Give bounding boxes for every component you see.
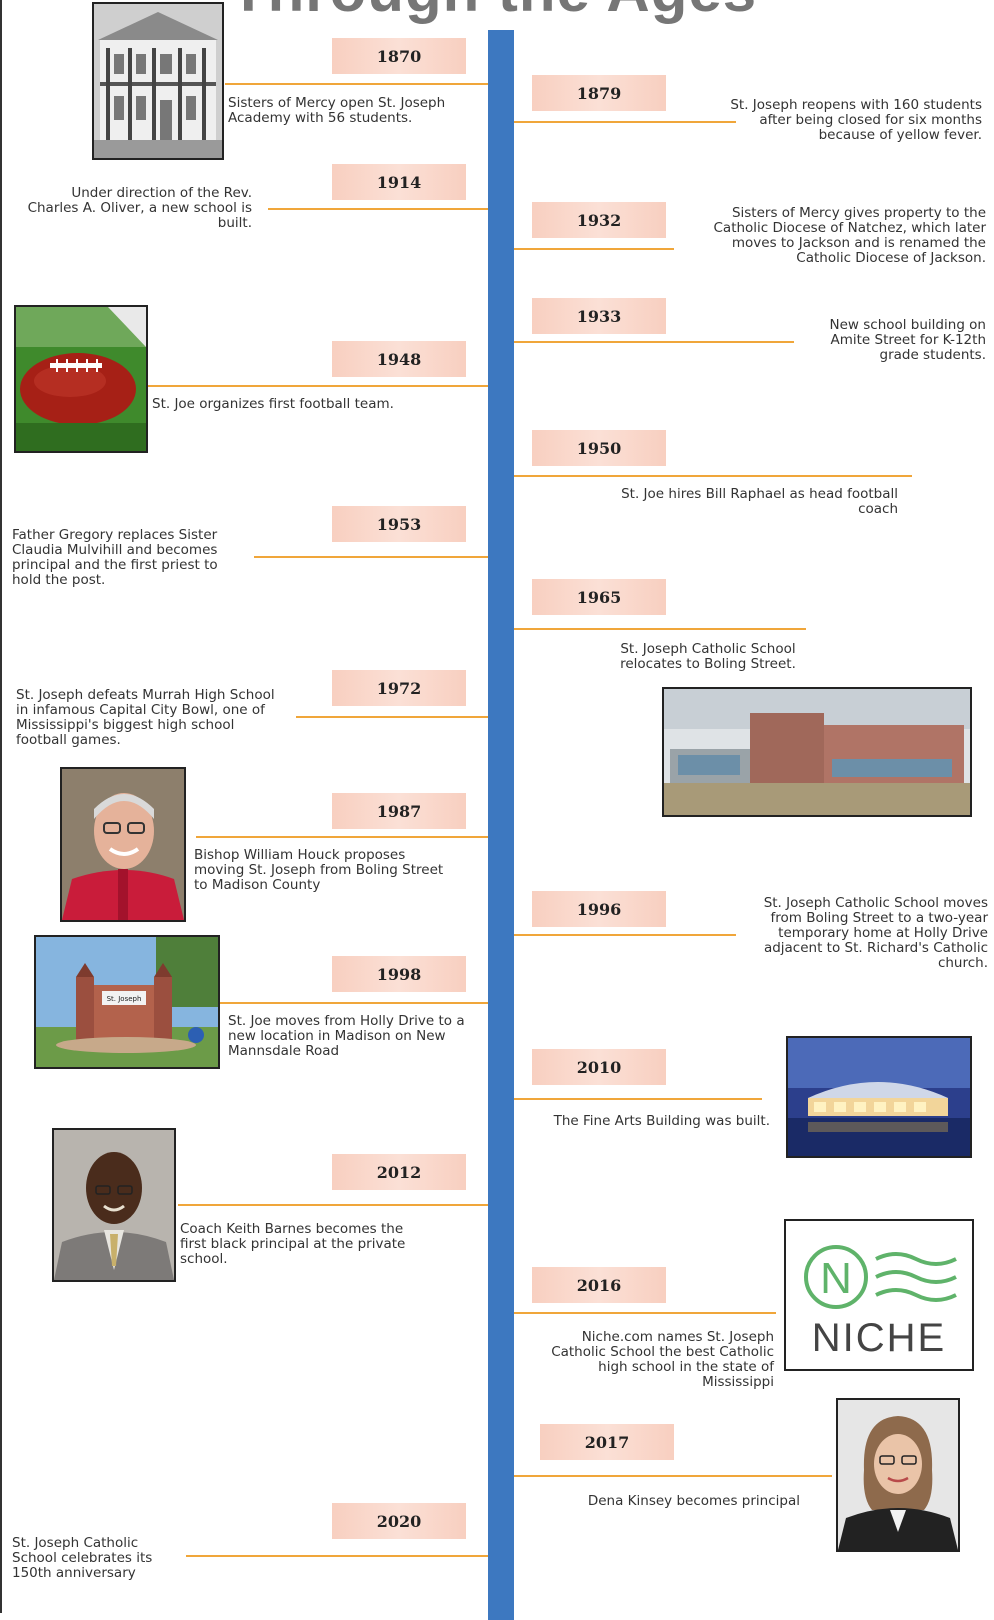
keith-barnes-portrait bbox=[52, 1128, 176, 1282]
connector-2016 bbox=[514, 1312, 776, 1314]
year-badge-1987: 1987 bbox=[332, 793, 466, 829]
fine-arts-building-photo bbox=[786, 1036, 972, 1158]
event-text-1996: St. Joseph Catholic School moves from Bo… bbox=[763, 895, 988, 971]
academy-house-photo bbox=[92, 2, 224, 160]
connector-2020 bbox=[186, 1555, 488, 1557]
connector-1987 bbox=[196, 836, 488, 838]
year-badge-1953: 1953 bbox=[332, 506, 466, 542]
year-badge-1972: 1972 bbox=[332, 670, 466, 706]
event-text-1972: St. Joseph defeats Murrah High School in… bbox=[16, 687, 275, 748]
year-badge-2010: 2010 bbox=[532, 1049, 666, 1085]
connector-1965 bbox=[514, 628, 806, 630]
year-badge-1996: 1996 bbox=[532, 891, 666, 927]
connector-1914 bbox=[268, 208, 488, 210]
connector-1879 bbox=[514, 121, 736, 123]
event-text-1948: St. Joe organizes first football team. bbox=[152, 396, 394, 412]
connector-1933 bbox=[514, 341, 794, 343]
niche-logo: N NICHE bbox=[784, 1219, 974, 1371]
connector-1972 bbox=[296, 716, 488, 718]
connector-1996 bbox=[514, 934, 736, 936]
dena-kinsey-portrait bbox=[836, 1398, 960, 1552]
year-badge-1914: 1914 bbox=[332, 164, 466, 200]
event-text-1933: New school building on Amite Street for … bbox=[829, 317, 987, 363]
connector-1950 bbox=[514, 475, 912, 477]
year-badge-2016: 2016 bbox=[532, 1267, 666, 1303]
year-badge-1933: 1933 bbox=[532, 298, 666, 334]
boling-street-school-photo bbox=[662, 687, 972, 817]
connector-2017 bbox=[514, 1475, 832, 1477]
year-badge-1998: 1998 bbox=[332, 956, 466, 992]
event-text-2017: Dena Kinsey becomes principal bbox=[587, 1493, 800, 1509]
niche-logo-letter: N bbox=[820, 1254, 852, 1303]
connector-1953 bbox=[254, 556, 488, 558]
year-badge-1932: 1932 bbox=[532, 202, 666, 238]
event-text-1953: Father Gregory replaces Sister Claudia M… bbox=[12, 527, 218, 588]
event-text-1998: St. Joe moves from Holly Drive to a new … bbox=[228, 1013, 465, 1059]
year-badge-2020: 2020 bbox=[332, 1503, 466, 1539]
connector-1948 bbox=[148, 385, 488, 387]
connector-2010 bbox=[514, 1098, 762, 1100]
connector-1932 bbox=[514, 248, 674, 250]
year-badge-1870: 1870 bbox=[332, 38, 466, 74]
event-text-1870: Sisters of Mercy open St. Joseph Academy… bbox=[228, 95, 446, 126]
niche-logo-word: NICHE bbox=[812, 1316, 946, 1360]
event-text-2012: Coach Keith Barnes becomes the first bla… bbox=[180, 1221, 406, 1267]
year-badge-1879: 1879 bbox=[532, 75, 666, 111]
event-text-2016: Niche.com names St. Joseph Catholic Scho… bbox=[551, 1329, 774, 1390]
timeline-heading: Through the Ages bbox=[230, 0, 830, 25]
year-badge-1950: 1950 bbox=[532, 430, 666, 466]
bishop-houck-portrait bbox=[60, 767, 186, 922]
event-text-1879: St. Joseph reopens with 160 students aft… bbox=[730, 97, 982, 143]
connector-2012 bbox=[178, 1204, 488, 1206]
connector-1998 bbox=[218, 1002, 488, 1004]
timeline-spine bbox=[488, 30, 514, 1620]
event-text-1950: St. Joe hires Bill Raphael as head footb… bbox=[621, 486, 898, 517]
event-text-1932: Sisters of Mercy gives property to the C… bbox=[713, 205, 987, 266]
event-text-1965: St. Joseph Catholic School relocates to … bbox=[620, 641, 796, 672]
year-badge-1965: 1965 bbox=[532, 579, 666, 615]
event-text-2020: St. Joseph Catholic School celebrates it… bbox=[12, 1535, 153, 1581]
year-badge-1948: 1948 bbox=[332, 341, 466, 377]
year-badge-2012: 2012 bbox=[332, 1154, 466, 1190]
school-sign-photo: St. Joseph bbox=[34, 935, 220, 1069]
event-text-1987: Bishop William Houck proposes moving St.… bbox=[194, 847, 444, 893]
football-photo bbox=[14, 305, 148, 453]
year-badge-2017: 2017 bbox=[540, 1424, 674, 1460]
event-text-2010: The Fine Arts Building was built. bbox=[553, 1113, 770, 1129]
connector-1870 bbox=[225, 83, 488, 85]
event-text-1914: Under direction of the Rev. Charles A. O… bbox=[27, 185, 252, 231]
school-sign-text: St. Joseph bbox=[107, 995, 142, 1003]
